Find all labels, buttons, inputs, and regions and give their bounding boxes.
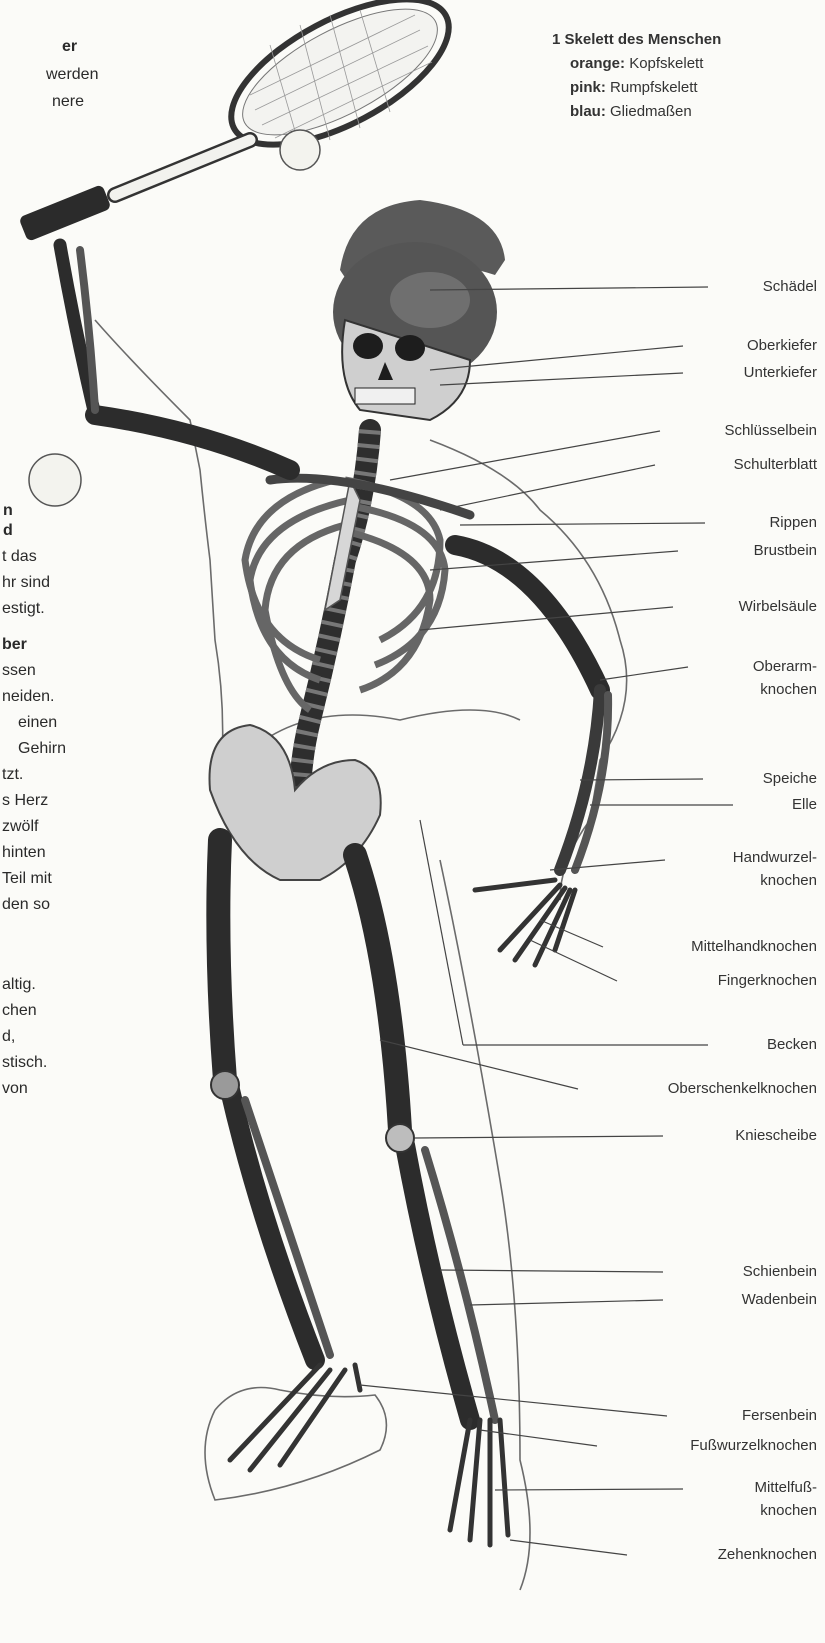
text-fragment: Gehirn (18, 736, 66, 761)
text-fragment: chen (2, 998, 37, 1023)
text-fragment: zwölf (2, 814, 38, 839)
label-wirbelsaeule: Wirbelsäule (739, 597, 817, 616)
figure-legend: 1 Skelett des Menschen orange: Kopfskele… (552, 28, 721, 124)
text-fragment: werden (46, 62, 98, 87)
label-speiche: Speiche (763, 769, 817, 788)
text-fragment: neiden. (2, 684, 55, 709)
legend-value: Gliedmaßen (610, 103, 692, 120)
label-brustbein: Brustbein (754, 541, 817, 560)
label-schulterblatt: Schulterblatt (734, 455, 817, 474)
text-fragment: er (62, 34, 77, 59)
label-oberschenkelknochen: Oberschenkelknochen (668, 1079, 817, 1098)
label-mittelfussknochen-2: knochen (760, 1501, 817, 1520)
label-schaedel: Schädel (763, 277, 817, 296)
text-fragment: einen (18, 710, 57, 735)
legend-item-pink: pink: Rumpfskelett (552, 76, 721, 100)
text-fragment: hinten (2, 840, 46, 865)
text-fragment: ssen (2, 658, 36, 683)
label-wadenbein: Wadenbein (742, 1290, 817, 1309)
label-oberkiefer: Oberkiefer (747, 336, 817, 355)
legend-key: pink: (570, 79, 606, 96)
skull (333, 242, 497, 420)
label-fusswurzelknochen: Fußwurzelknochen (690, 1436, 817, 1455)
legend-value: Kopfskelett (629, 55, 703, 72)
text-fragment: d, (2, 1024, 15, 1049)
lowered-arm (455, 545, 608, 870)
foot-bones-left (230, 1365, 360, 1470)
figure-number: 1 (552, 31, 560, 48)
kneecap-left (211, 1071, 239, 1099)
legend-title-row: 1 Skelett des Menschen (552, 28, 721, 52)
legend-key: orange: (570, 55, 625, 72)
legend-key: blau: (570, 103, 606, 120)
label-kniescheibe: Kniescheibe (735, 1126, 817, 1145)
kneecap (386, 1124, 414, 1152)
text-fragment: s Herz (2, 788, 48, 813)
text-fragment: d (3, 518, 13, 543)
label-schienbein: Schienbein (743, 1262, 817, 1281)
text-fragment: von (2, 1076, 28, 1101)
text-fragment: stisch. (2, 1050, 47, 1075)
foot-bones-right (450, 1420, 508, 1545)
label-rippen: Rippen (769, 513, 817, 532)
legend-item-blue: blau: Gliedmaßen (552, 100, 721, 124)
text-fragment: ber (2, 632, 27, 657)
tennis-ball (280, 130, 320, 170)
text-fragment: tzt. (2, 762, 23, 787)
label-handwurzel-2: knochen (760, 871, 817, 890)
label-mittelhandknochen: Mittelhandknochen (691, 937, 817, 956)
text-fragment: hr sind (2, 570, 50, 595)
text-fragment: den so (2, 892, 50, 917)
label-becken: Becken (767, 1035, 817, 1054)
leader-lines (360, 287, 733, 1555)
figure-title: Skelett des Menschen (565, 31, 722, 48)
label-oberarmknochen-2: knochen (760, 680, 817, 699)
label-elle: Elle (792, 795, 817, 814)
label-mittelfussknochen-1: Mittelfuß- (754, 1478, 817, 1497)
label-fingerknochen: Fingerknochen (718, 971, 817, 990)
label-unterkiefer: Unterkiefer (744, 363, 817, 382)
raised-arm (60, 245, 290, 470)
text-fragment: nere (52, 89, 84, 114)
text-fragment: altig. (2, 972, 36, 997)
label-oberarmknochen-1: Oberarm- (753, 657, 817, 676)
legend-value: Rumpfskelett (610, 79, 698, 96)
tennis-ball-2 (29, 454, 81, 506)
text-fragment: Teil mit (2, 866, 52, 891)
label-zehenknochen: Zehenknochen (718, 1545, 817, 1564)
label-handwurzel-1: Handwurzel- (733, 848, 817, 867)
legend-item-orange: orange: Kopfskelett (552, 52, 721, 76)
text-fragment: t das (2, 544, 37, 569)
hand-bones (475, 880, 575, 965)
label-fersenbein: Fersenbein (742, 1406, 817, 1425)
text-fragment: estigt. (2, 596, 45, 621)
label-schluesselbein: Schlüsselbein (724, 421, 817, 440)
